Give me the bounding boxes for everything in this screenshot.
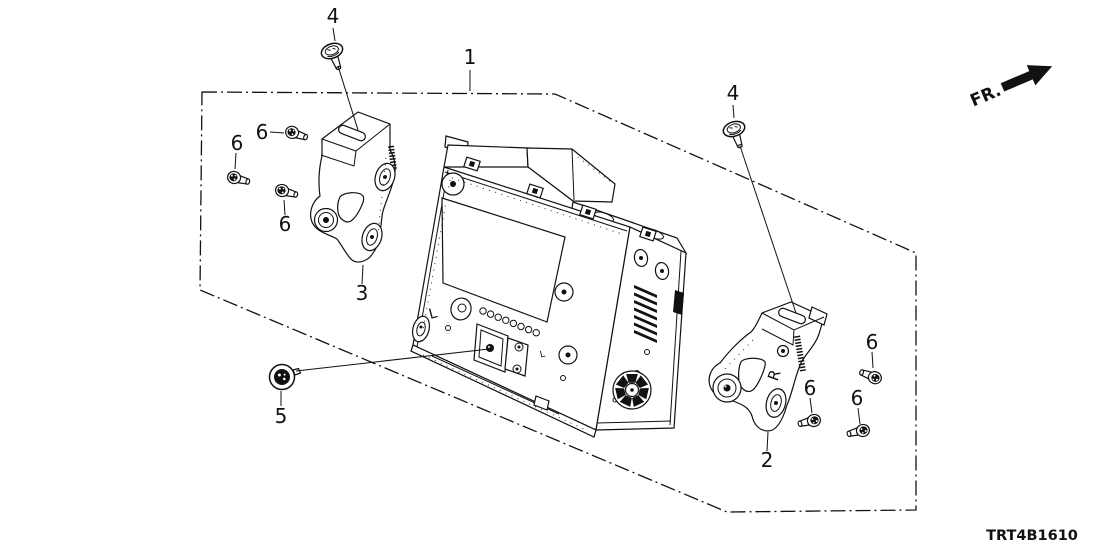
diagram-code: TRT4B1610 [986,528,1078,544]
bolt-6-left-top [283,124,310,144]
callout-4-right: 4 [727,81,740,105]
audio-unit-drawing: L L [410,135,688,438]
fr-direction-arrow: FR. [967,65,1053,112]
callout-3-bracket-left: 3 [356,281,369,305]
callout-6-right-mid: 6 [804,376,817,400]
bolt-6-left-mid [225,169,252,189]
callout-5-grommet: 5 [275,404,288,428]
fr-label: FR. [967,81,1004,112]
fan-detail [612,370,652,410]
bolt-6-left-bottom [273,182,300,202]
bracket-right-drawing: R [708,301,828,432]
bolt-6-right-bottom [845,422,872,442]
bracket-left-drawing [309,111,397,263]
callout-6-right-bottom: 6 [851,386,864,410]
boundary-dashdot [199,91,917,513]
bolt-6-right-mid [796,412,823,432]
grommet-5-drawing [268,363,302,391]
screw-4-left-drawing [318,39,350,74]
unit-l-marking: L [427,305,439,323]
callout-6-right-top: 6 [866,330,879,354]
callout-2-bracket-right: 2 [761,448,774,472]
callout-4-left: 4 [327,4,340,28]
callout-6-left-bottom: 6 [279,212,292,236]
callout-6-left-mid: 6 [231,131,244,155]
callout-1-unit: 1 [464,45,477,69]
bolt-6-right-top [857,365,884,387]
unit-l-marking-small: L [539,350,546,361]
leader-lines [234,27,874,452]
screw-4-right-drawing [720,118,752,152]
callout-6-left-top: 6 [256,120,269,144]
